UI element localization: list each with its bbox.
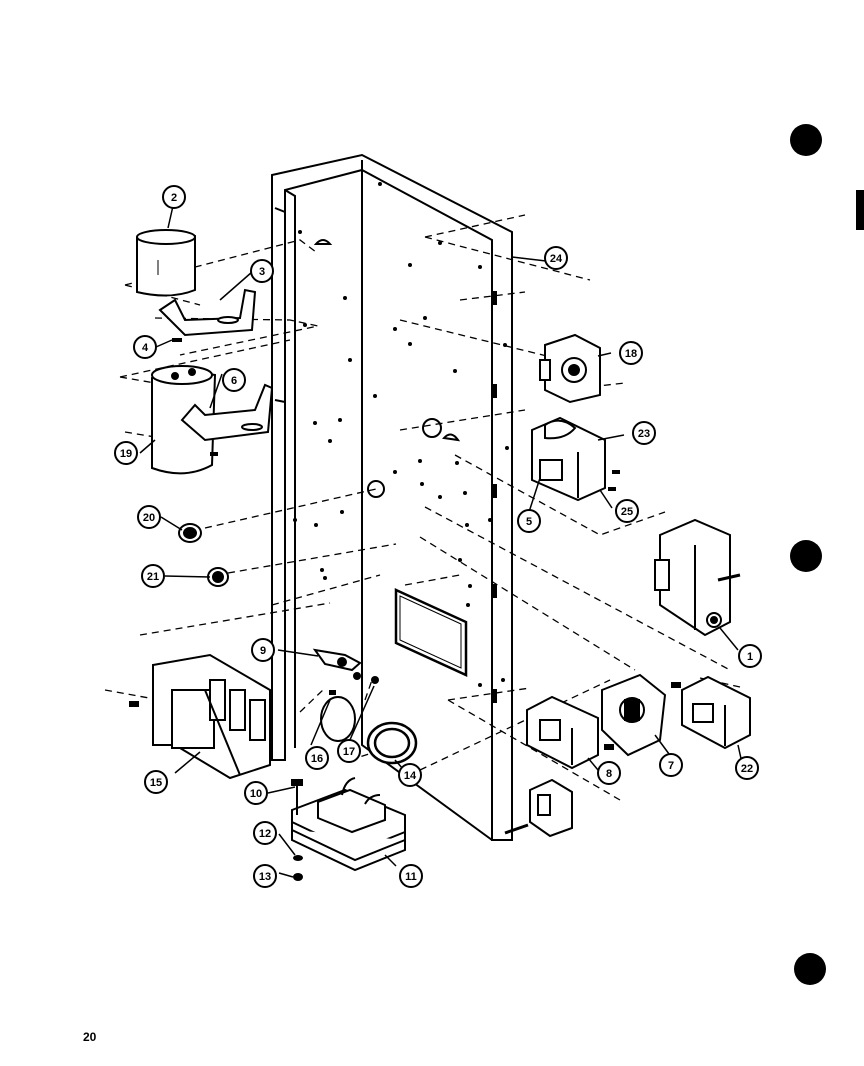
callout-22: 22 [741,763,753,775]
callout-2: 2 [171,192,177,204]
component-part-7 [601,673,667,757]
callout-15: 15 [150,777,162,789]
edge-mark [856,190,864,230]
callout-3: 3 [259,266,265,278]
callout-17: 17 [343,746,355,758]
binder-hole-top [790,124,822,156]
bracket-part-3 [158,288,257,337]
transformer-part-11 [291,777,406,872]
screw-part-25 [608,487,616,491]
callout-4: 4 [142,342,149,354]
terminal-block [504,778,573,838]
callout-leaders [139,205,743,878]
capacitor-part-19 [151,365,217,475]
capacitor-part-2 [136,229,196,297]
callout-23: 23 [638,428,650,440]
grommet-part-20 [178,523,202,543]
callout-9: 9 [260,645,266,657]
bracket-part-6 [180,383,274,442]
callout-16: 16 [311,753,323,765]
callout-labels: 1 2 3 4 5 6 7 8 9 10 11 12 13 14 15 16 1… [120,192,753,883]
panel-cutouts [313,239,497,742]
callout-8: 8 [606,768,612,780]
callout-13: 13 [259,871,271,883]
clamp-part-9 [312,648,362,672]
callout-5: 5 [526,516,532,528]
callout-20: 20 [143,512,155,524]
binder-hole-middle [790,540,822,572]
callout-21: 21 [147,571,159,583]
callout-11: 11 [405,871,417,883]
callout-10: 10 [250,788,262,800]
relay-part-23 [531,416,606,502]
callout-18: 18 [625,348,637,360]
contactor-part-15 [129,653,271,780]
ring-part-14 [366,721,418,765]
callout-bubbles [114,185,762,888]
screw-part-4 [172,338,182,342]
nut-part-13 [293,873,303,881]
screw-part-23 [612,470,620,474]
dashed-leader-lines [104,214,741,801]
callout-24: 24 [550,253,563,265]
bolt-part-10 [291,779,303,815]
grommet-part-21 [207,567,229,587]
callout-7: 7 [668,760,674,772]
callout-25: 25 [621,506,633,518]
screw-part-19-mount [210,452,218,456]
relay-part-18 [539,333,601,404]
callout-19: 19 [120,448,132,460]
callout-6: 6 [231,375,237,387]
page-number: 20 [83,1030,97,1044]
washer-part-12 [293,855,303,861]
panel-holes [293,182,509,687]
relay-part-22 [671,675,751,750]
callout-1: 1 [747,651,753,663]
relay-part-8 [526,695,614,770]
binder-hole-bottom [794,953,826,985]
callout-12: 12 [259,828,271,840]
fastener-part-17 [329,672,379,695]
callout-14: 14 [404,770,417,782]
thermostat-part-1 [654,518,741,637]
